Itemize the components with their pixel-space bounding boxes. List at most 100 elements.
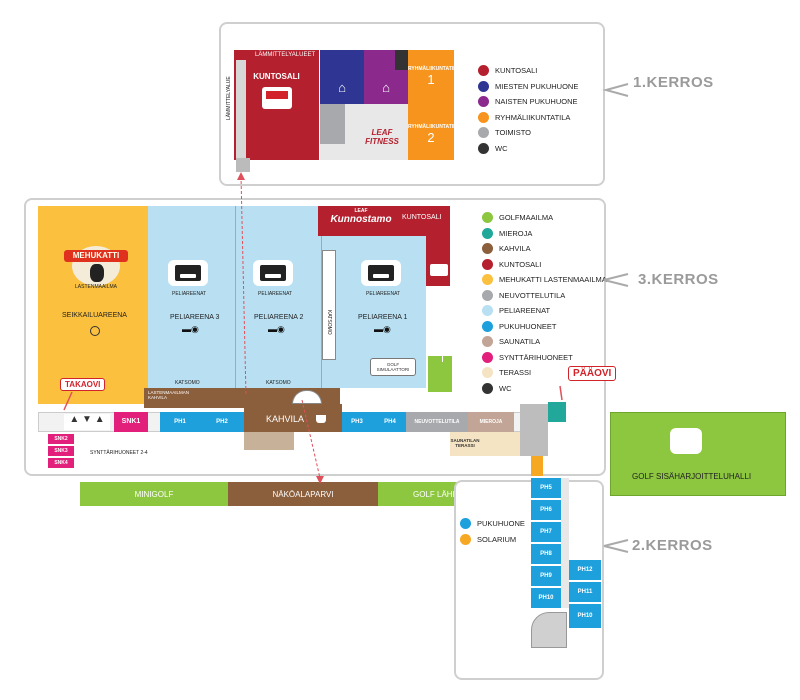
f2-solarium[interactable] (531, 456, 543, 476)
legend-dot (478, 127, 489, 139)
kunnostamo-top: LEAF (354, 208, 368, 214)
legend-item: SYNTTÄRIHUONEET (482, 350, 607, 366)
f1-mens-room[interactable]: ⌂ (320, 50, 364, 104)
legend-dot (482, 351, 493, 363)
f1-group2-label: RYHMÄLIIKUNTATILA (408, 124, 454, 130)
golf-simulator[interactable] (428, 356, 452, 392)
seikkailuareena[interactable] (38, 206, 148, 404)
arena-3[interactable] (148, 206, 236, 388)
saunatila[interactable]: SAUNATILAN TERASSI (450, 432, 524, 456)
ph4-label: PH4 (384, 419, 396, 425)
legend-label: PUKUHUONEET (499, 321, 557, 331)
neuvottelu-label: NEUVOTTELUTILA (414, 419, 460, 425)
legend-label: KAHVILA (499, 244, 531, 254)
takaovi-door[interactable]: TAKAOVI (60, 378, 106, 391)
f1-group2-num: 2 (427, 130, 435, 145)
snk3-room[interactable]: SNK3 (48, 446, 74, 456)
circle-icon (90, 326, 100, 336)
mieroja-room[interactable]: MIEROJA (468, 412, 514, 432)
legend-label: MIEROJA (499, 228, 533, 238)
ph11-label: PH11 (577, 589, 593, 595)
golf-hall-icon (670, 428, 702, 454)
snk2-room[interactable]: SNK2 (48, 434, 74, 444)
legend-dot (460, 518, 471, 530)
legend-item: PUKUHUONEET (482, 319, 607, 335)
legend-dot (482, 258, 493, 270)
legend-dot (460, 533, 471, 545)
kunnostamo-logo: LEAF Kunnostamo (326, 208, 396, 230)
legend-item: NAISTEN PUKUHUONE (478, 94, 578, 110)
ph6-room[interactable]: PH6 (531, 500, 561, 520)
legend-item: TOIMISTO (478, 125, 578, 141)
childrens-cafe-label: LASTENMAAILMAN KAHVILA (148, 390, 190, 400)
snk3-label: SNK3 (54, 448, 68, 454)
legend-item: PELIAREENAT (482, 303, 607, 319)
arena-3-small: PELIAREENAT (172, 291, 207, 297)
ph12-room[interactable]: PH12 (569, 560, 601, 580)
ph3-room[interactable]: PH3 (340, 412, 374, 432)
legend-label: TERASSI (499, 368, 532, 378)
legend-item: WC (478, 141, 578, 157)
cafe-cup-icon (316, 415, 326, 423)
ph3-label: PH3 (351, 419, 363, 425)
f1-group-room-2[interactable]: RYHMÄLIIKUNTATILA 2 (408, 114, 454, 160)
legend-label: SAUNATILA (499, 337, 541, 347)
golf-lahipelialue-label: GOLF LÄHIPELIALUE (412, 489, 494, 499)
stairs-main (520, 404, 548, 456)
kahvila-annex (244, 432, 294, 450)
ph10-room[interactable]: PH10 (531, 588, 561, 608)
legend-label: GOLFMAAILMA (499, 213, 554, 223)
legend-dot (478, 65, 489, 77)
legend-item: MIEROJA (482, 226, 607, 242)
snk1-room[interactable]: SNK1 (114, 412, 148, 432)
legend-label: MEHUKATTI LASTENMAAILMA (499, 275, 607, 285)
ph9-room[interactable]: PH9 (531, 566, 561, 586)
legend-dot (482, 305, 493, 317)
snk4-label: SNK4 (54, 460, 68, 466)
minigolf-label: MINIGOLF (134, 489, 174, 499)
ph10b-room[interactable]: PH10 (569, 604, 601, 628)
f2-stair-fan-icon (531, 612, 567, 648)
arena-2-label: PELIAREENA 2 (254, 314, 304, 321)
legend-label: NEUVOTTELUTILA (499, 290, 566, 300)
ph8-room[interactable]: PH8 (531, 544, 561, 564)
paaovi-door[interactable]: PÄÄOVI (568, 366, 617, 381)
f1-gym-screen-icon (261, 87, 292, 109)
legend-dot (478, 80, 489, 92)
arena-3-label: PELIAREENA 3 (170, 314, 220, 321)
childrens-cafe[interactable] (144, 388, 340, 408)
ph1-label: PH1 (174, 419, 186, 425)
f1-gym[interactable]: KUNTOSALI (234, 50, 319, 160)
legend-label: SOLARIUM (477, 534, 517, 544)
golf-simulator-callout: GOLF SIMULAATTORI (370, 358, 416, 376)
minigolf-area[interactable]: MINIGOLF (80, 482, 228, 506)
f2-legend: PUKUHUONE SOLARIUM (460, 516, 525, 547)
ph4-room[interactable]: PH4 (374, 412, 406, 432)
mehukatti-logo: MEHUKATTI LASTENMAAILMA (64, 246, 128, 294)
ph11-room[interactable]: PH11 (569, 582, 601, 602)
arena-1-small: PELIAREENAT (366, 291, 401, 297)
legend-dot (482, 382, 493, 394)
golf-simulator-label: GOLF SIMULAATTORI (376, 362, 410, 372)
hanger-icon: ⌂ (382, 80, 390, 95)
nakoalaparvi-area[interactable]: NÄKÖALAPARVI (228, 482, 378, 506)
ph5-room[interactable]: PH5 (531, 478, 561, 498)
ph7-label: PH7 (540, 529, 552, 535)
legend-dot (482, 320, 493, 332)
ph2-room[interactable]: PH2 (200, 412, 244, 432)
ph6-label: PH6 (540, 507, 552, 513)
f1-office (320, 104, 345, 144)
ph7-room[interactable]: PH7 (531, 522, 561, 542)
f1-stairs (236, 158, 250, 172)
legend-label: PELIAREENAT (499, 306, 551, 316)
legend-item: SOLARIUM (460, 532, 525, 548)
nakoalaparvi-label: NÄKÖALAPARVI (272, 489, 334, 499)
floor-2-label: 2.KERROS (632, 537, 713, 554)
ph1-room[interactable]: PH1 (160, 412, 200, 432)
neuvottelutila[interactable]: NEUVOTTELUTILA (406, 412, 468, 432)
snk4-room[interactable]: SNK4 (48, 458, 74, 468)
f1-group-room-1[interactable]: RYHMÄLIIKUNTATILA 1 (408, 50, 454, 114)
arena-2[interactable] (236, 206, 322, 388)
golf-hall[interactable] (610, 412, 786, 496)
